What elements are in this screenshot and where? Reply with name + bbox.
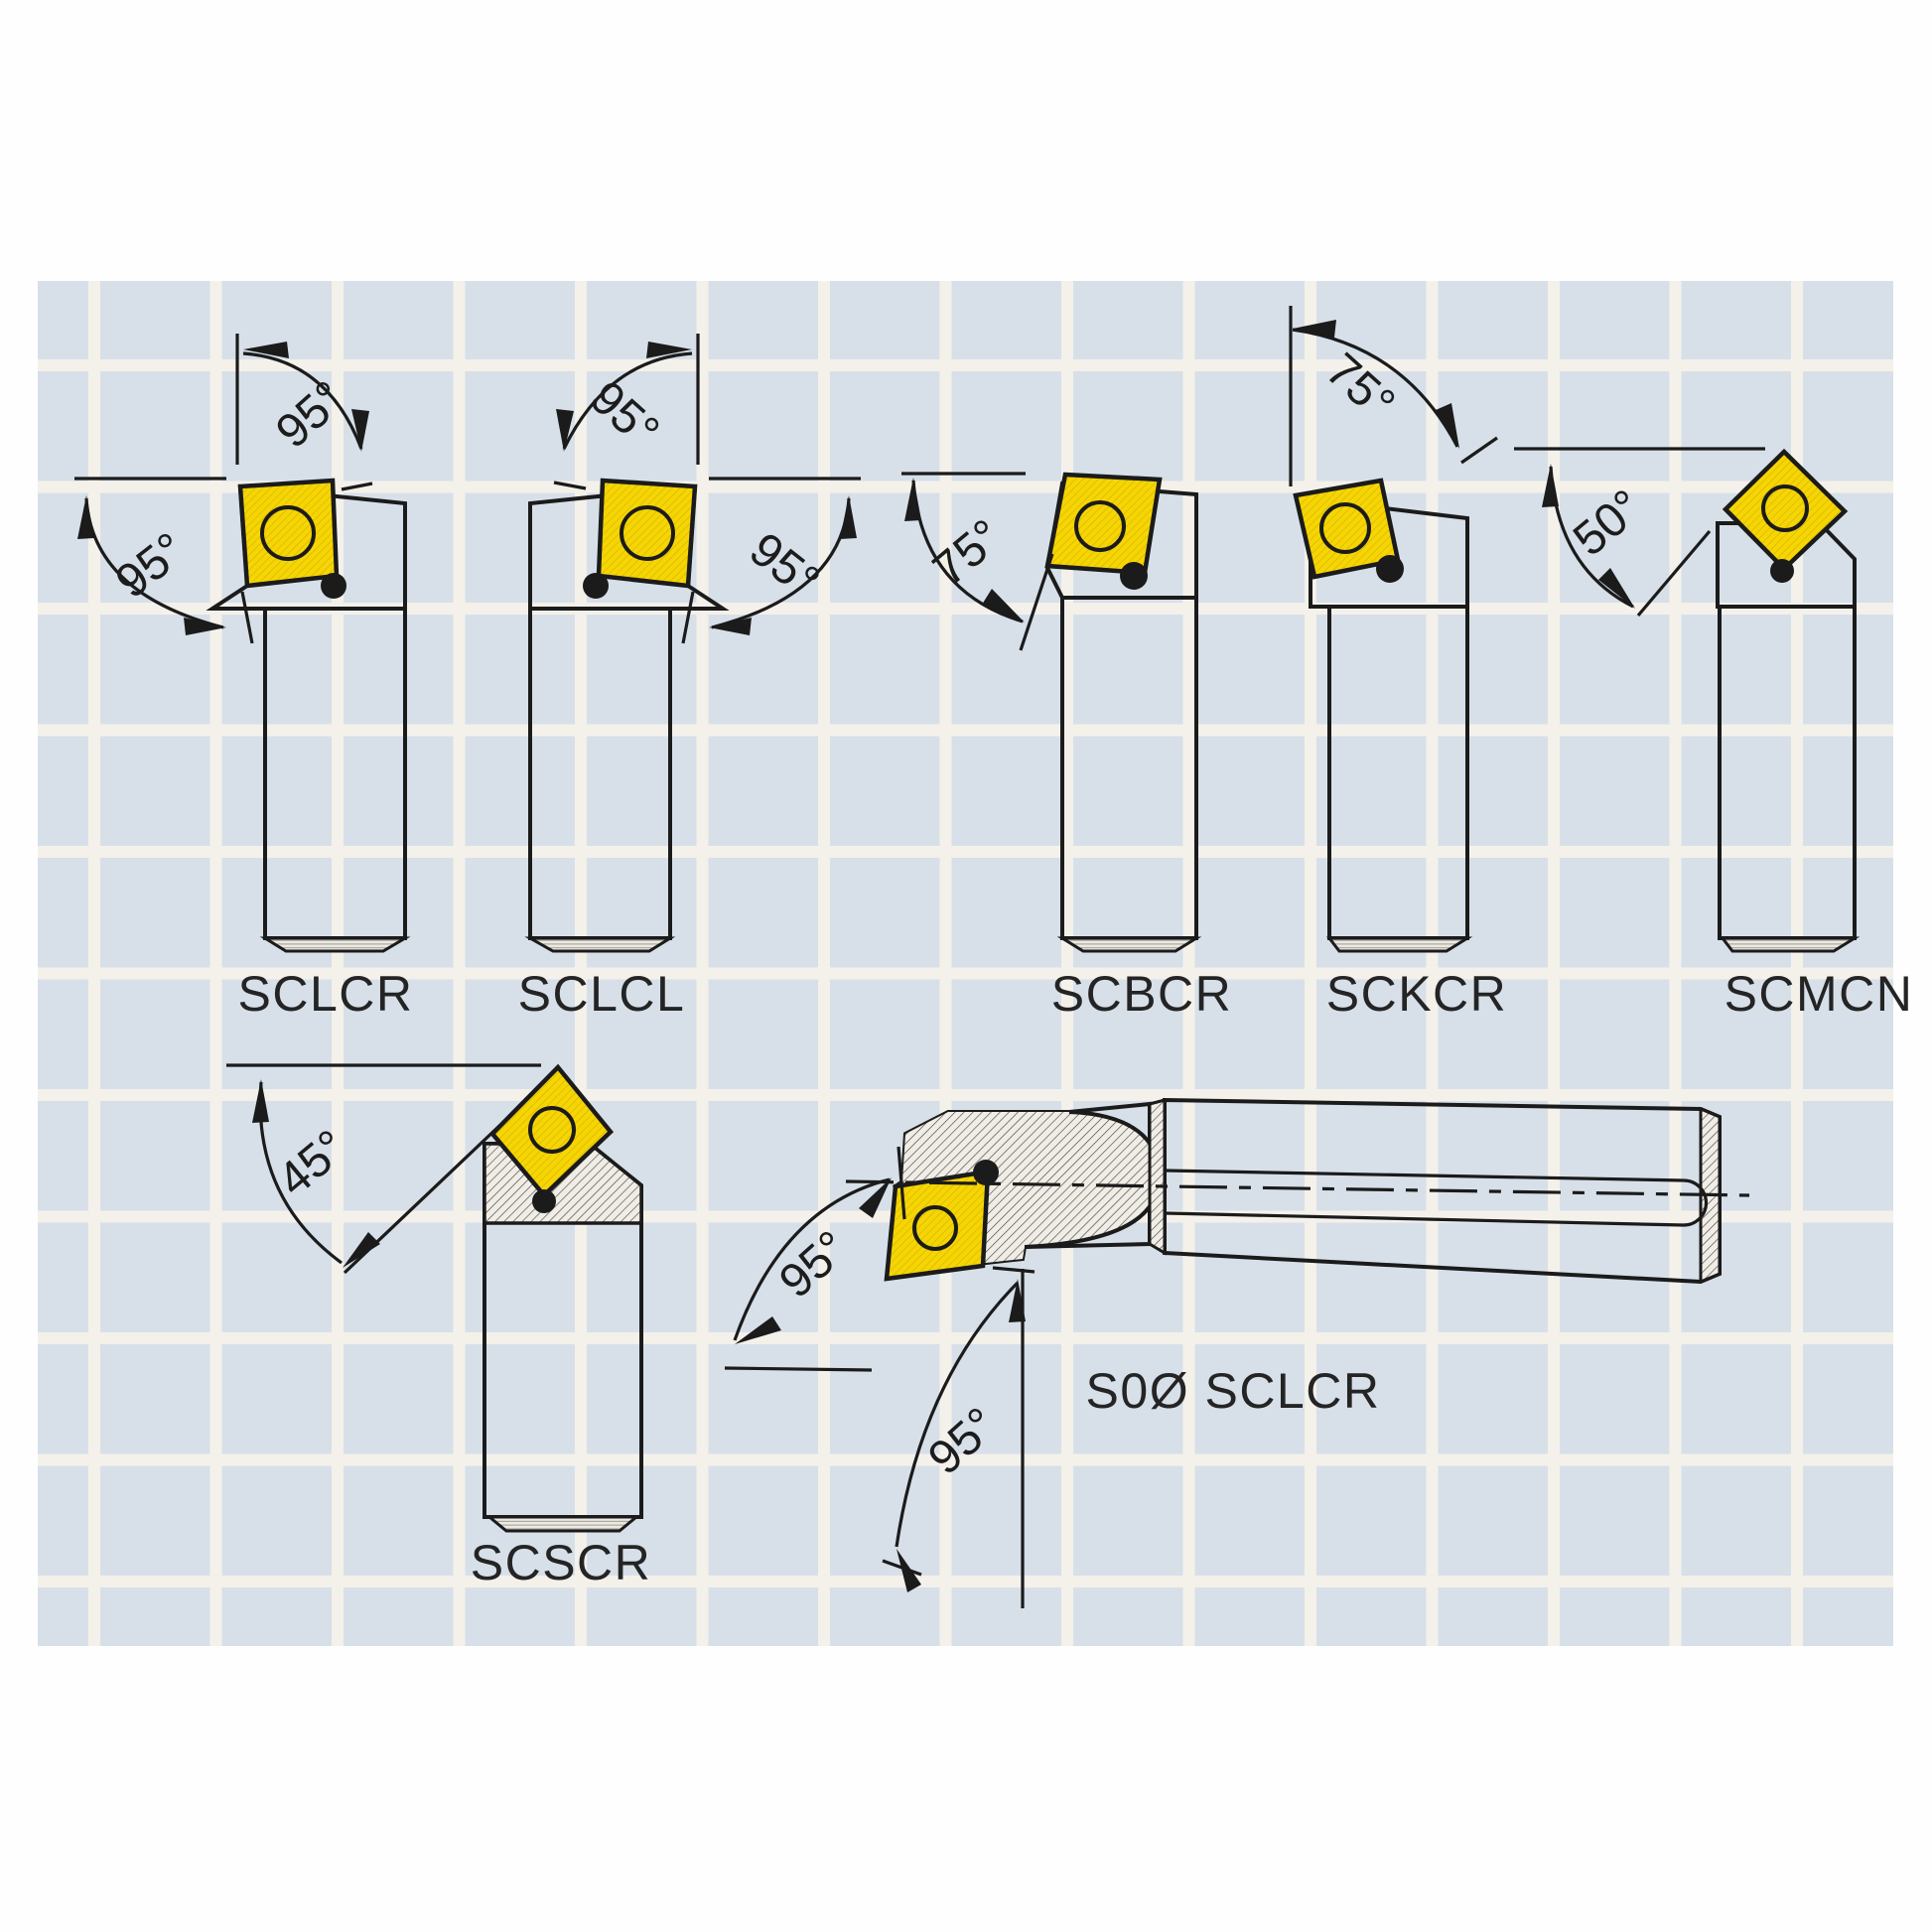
shank-chamfer: [259, 936, 411, 953]
tick-mark: [341, 482, 373, 491]
clamp-screw-dot: [321, 573, 346, 599]
arrowhead: [556, 409, 574, 452]
face-line: [1019, 553, 1054, 651]
arrowhead: [1009, 1279, 1026, 1322]
tick-mark: [897, 1146, 906, 1220]
shank-chamfer: [484, 1515, 641, 1533]
bar-flat-top: [1165, 1169, 1685, 1182]
bar-flat-bottom: [1165, 1211, 1685, 1227]
tool-label-s00sclcr: S0Ø SCLCR: [1086, 1363, 1381, 1419]
carbide-insert: [884, 1169, 991, 1282]
insert-hole: [620, 505, 675, 561]
arrowhead: [904, 478, 921, 521]
insert-hole: [1319, 502, 1371, 554]
tool-head: [1309, 496, 1469, 609]
bar-neck: [1148, 1098, 1167, 1256]
arrowhead: [77, 495, 94, 539]
angle-arc: [733, 1177, 891, 1341]
tool-label-scscr: SCSCR: [471, 1535, 652, 1590]
face-line: [1636, 529, 1712, 618]
face-line: [1460, 436, 1498, 465]
tool-label-sckcr: SCKCR: [1326, 966, 1508, 1022]
clamp-screw-dot: [1120, 562, 1148, 590]
clamp-screw-dot: [532, 1189, 556, 1213]
arrowhead: [1598, 568, 1635, 609]
clamp-screw-dot: [1770, 559, 1794, 583]
shank-chamfer: [524, 936, 676, 953]
arrowhead: [343, 1232, 380, 1268]
clamp-screw-dot: [1376, 555, 1404, 583]
angle-arc: [562, 351, 693, 450]
arrowhead: [840, 495, 857, 539]
dimension-ref-line: [724, 1366, 873, 1372]
tick-mark: [240, 591, 254, 644]
arrowhead: [859, 1177, 892, 1218]
shank-chamfer: [1056, 936, 1202, 953]
shank-chamfer: [1719, 936, 1861, 953]
arrowhead: [184, 618, 226, 635]
arrowhead: [351, 409, 369, 452]
angle-arc: [242, 351, 363, 450]
tick-mark: [553, 481, 587, 490]
insert-hole: [1074, 500, 1126, 552]
arrowhead: [982, 589, 1025, 622]
tick-mark: [882, 1559, 922, 1577]
carbide-insert: [237, 478, 340, 589]
clamp-screw-dot: [583, 573, 609, 599]
tick-mark: [681, 591, 695, 644]
shank-chamfer: [1325, 936, 1473, 953]
insert-hole: [260, 505, 316, 561]
insert-hole: [1761, 484, 1809, 532]
arrowhead: [709, 618, 752, 635]
tool-label-sclcl: SCLCL: [518, 966, 686, 1022]
arrowhead: [1293, 320, 1336, 338]
axis-centerline: [845, 1179, 1750, 1197]
arrowhead: [252, 1079, 269, 1123]
carbide-insert: [1044, 472, 1163, 576]
arrowhead: [1436, 403, 1459, 449]
arrowhead: [646, 342, 692, 358]
grid-paper: [38, 281, 1893, 1646]
tool-figure-scmcn: 50° SCMCN: [1514, 447, 1914, 1022]
arrowhead: [735, 1316, 781, 1344]
tool-figure-scscr: 45° SCSCR: [226, 1063, 652, 1590]
arrowhead: [243, 342, 289, 358]
clamp-screw-dot: [973, 1160, 999, 1185]
bar-flat-end-cap: [1683, 1178, 1709, 1227]
angle-arc: [1292, 328, 1459, 448]
tool-label-scmcn: SCMCN: [1725, 966, 1914, 1022]
angle-arc: [895, 1281, 1020, 1548]
arrowhead: [1542, 464, 1559, 507]
tool-label-sclcr: SCLCR: [238, 966, 414, 1022]
carbide-insert: [596, 478, 698, 589]
tool-label-scbcr: SCBCR: [1051, 966, 1233, 1022]
tick-mark: [992, 1266, 1035, 1274]
insert-hole: [528, 1106, 576, 1154]
insert-hole: [912, 1205, 958, 1251]
